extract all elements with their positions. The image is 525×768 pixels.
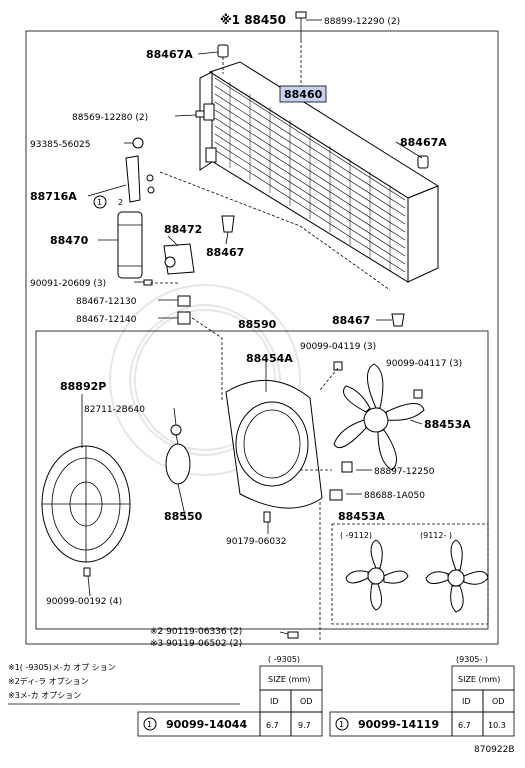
label-88550: 88550	[164, 510, 203, 523]
table-left-size-header: SIZE (mm)	[268, 675, 310, 684]
table-left-col-od: OD	[300, 697, 312, 706]
fan-shroud-88454a	[225, 379, 323, 509]
label-88569: 88569-12280 (2)	[72, 113, 148, 123]
label-90179: 90179-06032	[226, 537, 287, 547]
label-88716a: 88716A	[30, 190, 77, 203]
note-3: ※3メ-カ オプション	[8, 691, 81, 700]
label-88453a: 88453A	[424, 418, 471, 431]
small-fasteners	[83, 361, 423, 639]
table-right-col-od: OD	[492, 697, 504, 706]
variant-box	[331, 523, 489, 625]
label-88892p: 88892P	[60, 380, 106, 393]
label-bolt-b: ※3 90119-06502 (2)	[150, 639, 242, 649]
ref-1-text: 1	[97, 198, 102, 207]
label-88897: 88897-12250	[374, 467, 435, 477]
screw-90091	[143, 279, 153, 286]
cushion-88467-right	[391, 313, 405, 327]
bracket-88472	[163, 243, 195, 275]
cushion-88467a-top	[217, 44, 229, 74]
fan-motor-88550	[165, 424, 191, 485]
condenser	[199, 61, 440, 283]
table-right-id: 6.7	[458, 721, 471, 730]
fan-assembly-frame	[35, 330, 489, 630]
note-2: ※2ディ-ラ オプション	[8, 676, 89, 686]
label-82711: 82711-2B640	[84, 405, 145, 415]
label-88467-12130: 88467-12130	[76, 297, 137, 307]
frame-title: ※1 88450	[220, 13, 286, 27]
cushion-88467-12130	[177, 295, 191, 307]
ref-circle-1	[93, 195, 107, 209]
highlight-88460	[279, 85, 327, 103]
fan-88453a	[333, 363, 425, 471]
table-left-part: 90099-14044	[166, 718, 247, 731]
table-right-od: 10.3	[488, 721, 506, 730]
size-table-right: (9305- ) SIZE (mm) ID OD 1 90099-14119 6…	[329, 655, 515, 737]
label-88899: 88899-12290 (2)	[324, 17, 400, 27]
ref-2-text: 2	[118, 198, 123, 207]
variant-b-label: (9112- )	[420, 531, 452, 540]
fan-shroud-88892p	[41, 445, 131, 563]
fan-variant-a	[345, 539, 409, 611]
label-88460: 88460	[284, 88, 323, 101]
table-right-part: 90099-14119	[358, 718, 439, 731]
table-left-od: 9.7	[298, 721, 311, 730]
size-table-left: ( -9305) SIZE (mm) ID OD 1 90099-14044 6…	[137, 655, 323, 737]
cushion-88467-12140	[177, 311, 191, 325]
note-1: ※1( -9305)メ-カ オプ ション	[8, 663, 116, 672]
label-88472: 88472	[164, 223, 202, 236]
fan-variant-b	[425, 539, 489, 613]
table-left-ref: 1	[147, 720, 152, 729]
label-88467a-right: 88467A	[400, 136, 447, 149]
table-left-id: 6.7	[266, 721, 279, 730]
figure-code: 870922B	[474, 745, 515, 755]
washer-93385	[132, 137, 144, 149]
table-right-col-id: ID	[462, 697, 471, 706]
table-right-ref: 1	[339, 720, 344, 729]
label-88590: 88590	[238, 318, 277, 331]
table-right-period: (9305- )	[456, 655, 488, 664]
label-90099-00192: 90099-00192 (4)	[46, 597, 122, 607]
label-90099-04117: 90099-04117 (3)	[386, 359, 462, 369]
cushion-88467-mid	[221, 215, 235, 233]
label-90099-04119: 90099-04119 (3)	[300, 342, 376, 352]
label-90091: 90091-20609 (3)	[30, 279, 106, 289]
label-88453a-box: 88453A	[338, 510, 385, 523]
label-88688: 88688-1A050	[364, 491, 425, 501]
table-left-col-id: ID	[270, 697, 279, 706]
label-88467-mid: 88467	[206, 246, 244, 259]
label-88470: 88470	[50, 234, 89, 247]
label-93385: 93385-56025	[30, 140, 91, 150]
label-88454a: 88454A	[246, 352, 293, 365]
bolt-88569	[195, 110, 205, 118]
table-left-period: ( -9305)	[268, 655, 300, 664]
label-bolt-a: ※2 90119-06336 (2)	[150, 627, 242, 637]
label-88467-12140: 88467-12140	[76, 315, 137, 325]
cushion-88467a-right	[417, 155, 429, 169]
label-88467a-top: 88467A	[146, 48, 193, 61]
main-frame	[25, 30, 499, 645]
table-right-size-header: SIZE (mm)	[458, 675, 500, 684]
bracket-88716a	[125, 155, 155, 203]
receiver-88470	[117, 211, 143, 279]
variant-a-label: ( -9112)	[340, 531, 372, 540]
label-88467-right: 88467	[332, 314, 370, 327]
